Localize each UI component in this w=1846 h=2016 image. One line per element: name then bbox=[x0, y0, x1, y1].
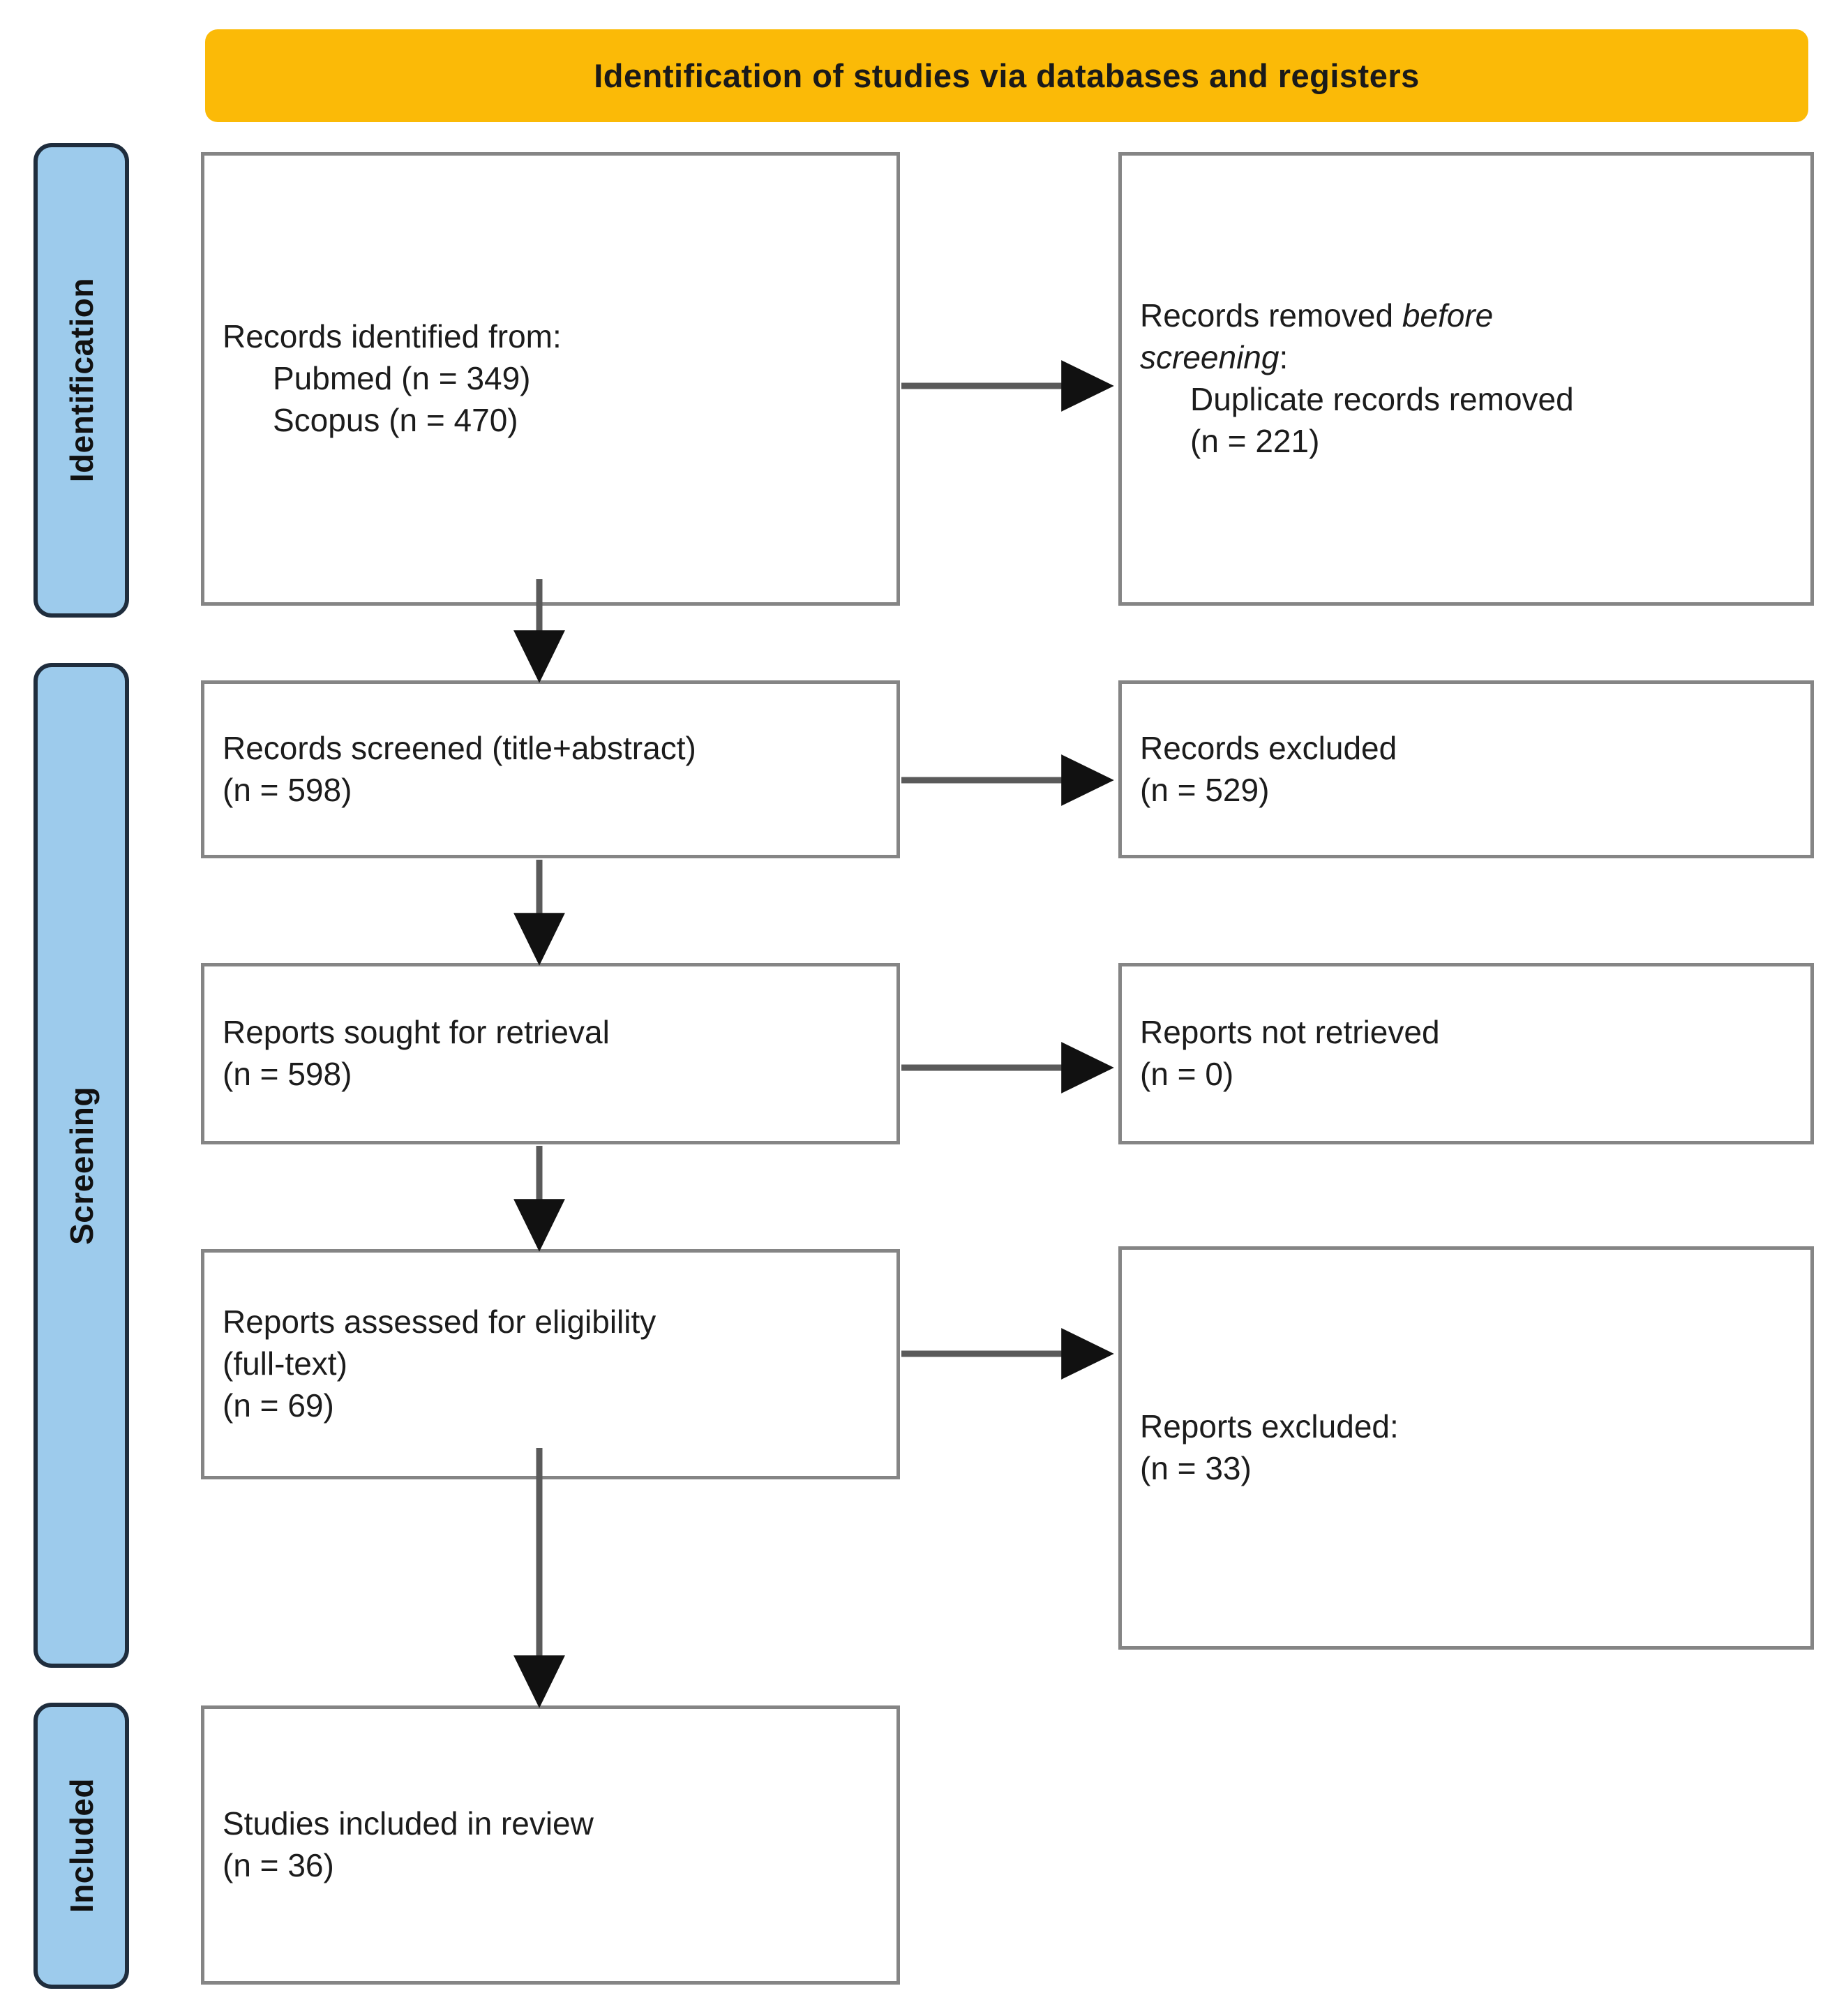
records-removed-line-2: screening: bbox=[1140, 337, 1792, 379]
reports-not-retrieved-label: Reports not retrieved bbox=[1140, 1014, 1440, 1051]
stage-tab-identification: Identification bbox=[33, 143, 129, 618]
records-removed-colon: : bbox=[1279, 339, 1289, 376]
records-identified-pubmed: Pubmed (n = 349) bbox=[273, 360, 531, 397]
box-studies-included: Studies included in review (n = 36) bbox=[201, 1705, 900, 1985]
banner-title: Identification of studies via databases … bbox=[594, 57, 1420, 94]
box-reports-excluded: Reports excluded: (n = 33) bbox=[1118, 1246, 1814, 1650]
records-removed-before-italic: before bbox=[1402, 297, 1494, 334]
records-excluded-count: (n = 529) bbox=[1140, 771, 1270, 808]
box-reports-sought: Reports sought for retrieval (n = 598) bbox=[201, 963, 900, 1144]
records-screened-label: Records screened (title+abstract) bbox=[223, 729, 696, 766]
records-identified-line-1: Records identified from: bbox=[223, 318, 562, 355]
box-records-identified: Records identified from: Pubmed (n = 349… bbox=[201, 152, 900, 606]
studies-included-label: Studies included in review bbox=[223, 1805, 594, 1842]
duplicate-records-removed-count: (n = 221) bbox=[1190, 422, 1320, 459]
duplicate-records-removed-label: Duplicate records removed bbox=[1190, 381, 1574, 417]
records-removed-screening-italic: screening bbox=[1140, 339, 1280, 376]
box-records-excluded: Records excluded (n = 529) bbox=[1118, 680, 1814, 858]
reports-assessed-fulltext: (full-text) bbox=[223, 1345, 347, 1382]
records-removed-line-1: Records removed before bbox=[1140, 295, 1792, 337]
records-excluded-label: Records excluded bbox=[1140, 729, 1397, 766]
reports-sought-label: Reports sought for retrieval bbox=[223, 1014, 610, 1051]
records-screened-count: (n = 598) bbox=[223, 771, 352, 808]
stage-tab-included: Included bbox=[33, 1703, 129, 1989]
box-records-screened: Records screened (title+abstract) (n = 5… bbox=[201, 680, 900, 858]
records-removed-text: Records removed bbox=[1140, 297, 1402, 334]
studies-included-count: (n = 36) bbox=[223, 1847, 334, 1883]
reports-not-retrieved-count: (n = 0) bbox=[1140, 1056, 1234, 1092]
box-records-removed-before-screening: Records removed before screening: Duplic… bbox=[1118, 152, 1814, 606]
stage-tab-identification-label: Identification bbox=[63, 278, 100, 483]
box-reports-assessed-eligibility: Reports assessed for eligibility (full-t… bbox=[201, 1249, 900, 1479]
header-banner: Identification of studies via databases … bbox=[205, 29, 1808, 122]
stage-tab-screening-label: Screening bbox=[63, 1086, 100, 1245]
box-reports-not-retrieved: Reports not retrieved (n = 0) bbox=[1118, 963, 1814, 1144]
reports-excluded-count: (n = 33) bbox=[1140, 1450, 1252, 1486]
stage-tab-screening: Screening bbox=[33, 663, 129, 1668]
reports-excluded-label: Reports excluded: bbox=[1140, 1408, 1399, 1445]
reports-sought-count: (n = 598) bbox=[223, 1056, 352, 1092]
records-identified-scopus: Scopus (n = 470) bbox=[273, 401, 518, 438]
reports-assessed-count: (n = 69) bbox=[223, 1387, 334, 1424]
stage-tab-included-label: Included bbox=[63, 1778, 100, 1913]
reports-assessed-label: Reports assessed for eligibility bbox=[223, 1304, 656, 1341]
